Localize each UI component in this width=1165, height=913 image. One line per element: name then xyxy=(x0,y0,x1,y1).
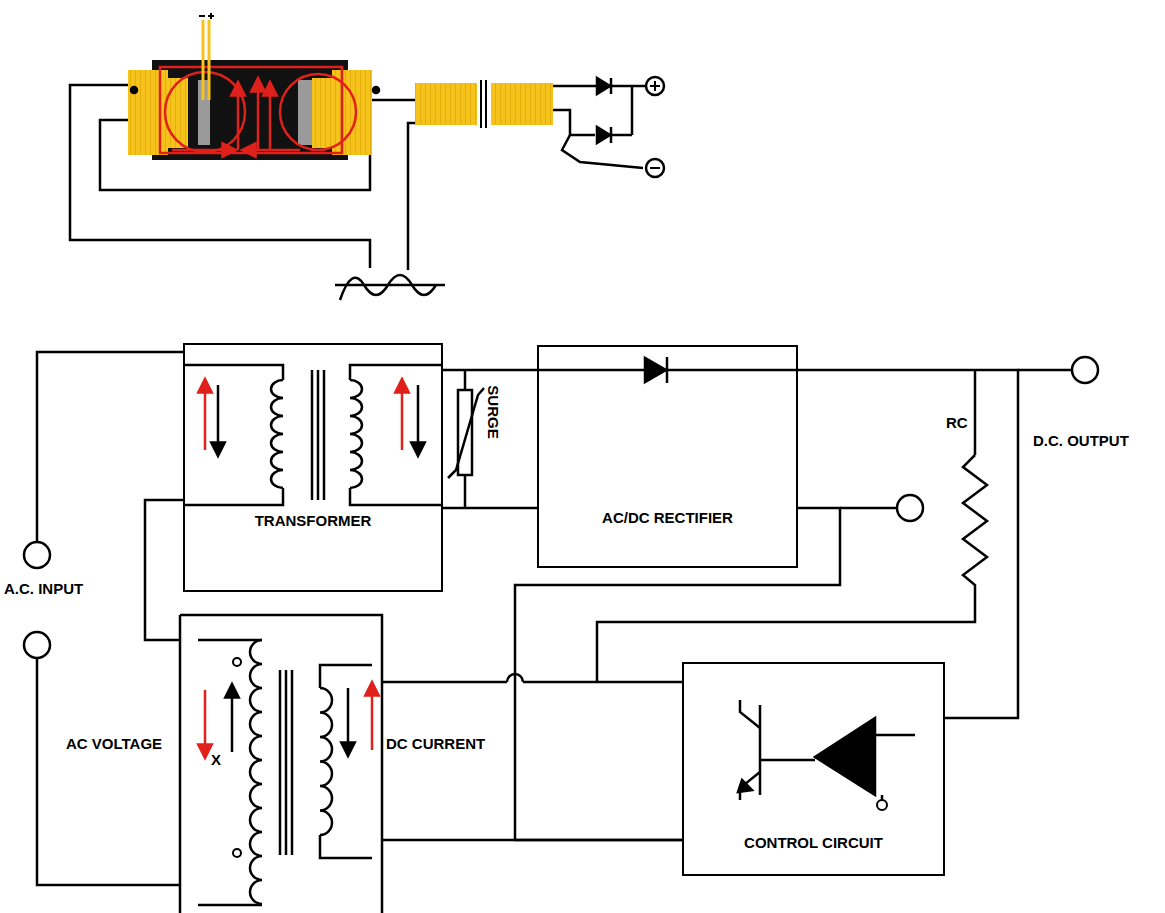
signal-label: AC VOLTAGE xyxy=(66,735,162,752)
box-title: AC/DC RECTIFIER xyxy=(539,509,796,526)
top-illustration xyxy=(70,13,664,300)
transformer-box: TRANSFORMER xyxy=(183,343,443,592)
box-title: CONTROL CIRCUIT xyxy=(684,834,943,851)
signal-label: DC CURRENT xyxy=(386,735,485,752)
schematic-wiring xyxy=(24,352,1098,913)
coil-winding xyxy=(320,688,332,835)
wire-connector xyxy=(515,508,840,840)
wire-connector xyxy=(798,370,1018,718)
coil-winding xyxy=(271,380,283,488)
wire-connector xyxy=(443,507,537,510)
rectifier-box: AC/DC RECTIFIER xyxy=(537,345,798,568)
terminal-label: D.C. OUTPUT xyxy=(1033,432,1129,449)
wire-connector xyxy=(443,369,537,372)
surge-label: SURGE xyxy=(485,385,502,438)
terminal-label: A.C. INPUT xyxy=(4,580,83,597)
coil-winding xyxy=(250,640,262,904)
marker-label: X xyxy=(211,751,221,768)
component-label: RC xyxy=(946,414,968,431)
coil-winding xyxy=(350,380,362,488)
control-box: CONTROL CIRCUIT xyxy=(682,662,945,876)
box-title: TRANSFORMER xyxy=(185,512,441,529)
